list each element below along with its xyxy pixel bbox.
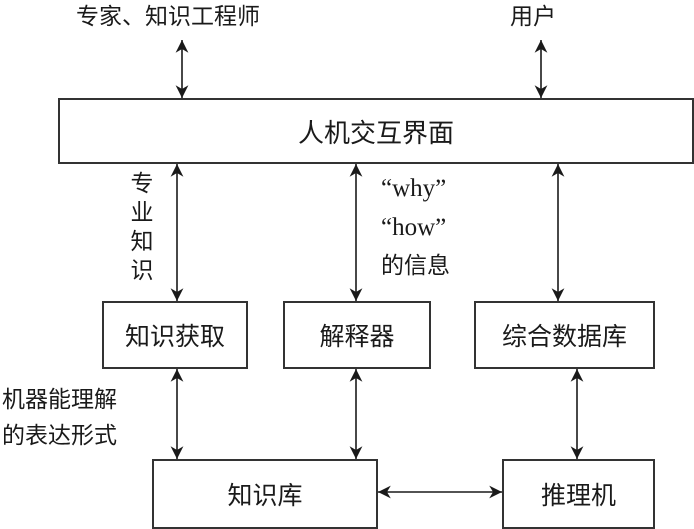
inference-engine-label: 推理机 xyxy=(540,481,616,510)
experts-label: 专家、知识工程师 xyxy=(76,4,260,30)
database-box: 综合数据库 xyxy=(474,301,655,369)
inference-engine-box: 推理机 xyxy=(502,459,655,529)
database-label: 综合数据库 xyxy=(501,322,627,351)
knowledge-acquisition-label: 知识获取 xyxy=(124,322,225,351)
explainer-box: 解释器 xyxy=(283,301,431,369)
how-label: “how” xyxy=(381,214,447,241)
machine-form-line1: 机器能理解 xyxy=(2,387,117,413)
knowledge-acquisition-box: 知识获取 xyxy=(102,301,248,369)
domain-knowledge-char: 识 xyxy=(130,258,154,284)
knowledge-base-label: 知识库 xyxy=(227,481,303,510)
domain-knowledge-char: 业 xyxy=(130,200,154,226)
user-label: 用户 xyxy=(510,4,556,30)
interface-box-label: 人机交互界面 xyxy=(297,118,454,149)
domain-knowledge-char: 知 xyxy=(130,229,154,255)
machine-form-label: 机器能理解 的表达形式 xyxy=(2,382,117,454)
interface-box: 人机交互界面 xyxy=(58,98,694,164)
info-label: 的信息 xyxy=(381,253,450,279)
machine-form-line2: 的表达形式 xyxy=(2,423,117,449)
why-label: “why” xyxy=(381,175,447,202)
knowledge-base-box: 知识库 xyxy=(152,459,378,529)
explainer-label: 解释器 xyxy=(319,322,395,351)
domain-knowledge-label: 专 业 知 识 xyxy=(128,170,156,286)
domain-knowledge-char: 专 xyxy=(130,171,154,197)
